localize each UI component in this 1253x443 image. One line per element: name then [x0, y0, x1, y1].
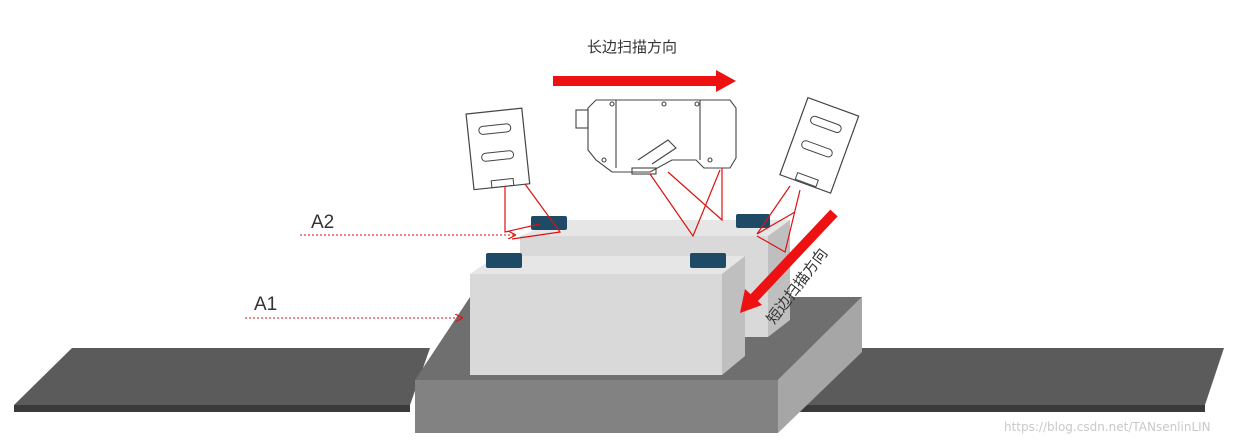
sensor-left-body: [465, 107, 531, 191]
sensor-right-slot: [801, 140, 833, 158]
beam-right: [756, 185, 796, 235]
a2-label: A2: [311, 212, 334, 233]
beam-left: [504, 186, 541, 233]
screw-icon: [661, 101, 667, 107]
base-right: [778, 297, 862, 433]
beam-right: [756, 189, 801, 253]
conveyor-belt: [14, 348, 1224, 412]
battery-front-face: [470, 274, 722, 375]
short-scan-arrow-head: [740, 289, 762, 313]
terminal-pad: [531, 216, 567, 230]
watermark: https://blog.csdn.net/TANsenlinLIN: [1004, 420, 1211, 434]
sensor-right-window: [794, 172, 819, 188]
sensor-left-slot: [481, 150, 515, 162]
screw-icon: [707, 157, 713, 163]
screw-icon: [609, 101, 615, 107]
terminal-pad: [486, 253, 522, 268]
base-front: [415, 380, 778, 433]
sensor-center: [575, 99, 737, 175]
sensor-left: [465, 107, 531, 191]
long-scan-arrow: [553, 70, 736, 92]
sensor-center-window: [631, 167, 657, 175]
sensor-center-prism: [637, 139, 677, 165]
battery-front-side: [722, 256, 745, 375]
beam-center: [649, 169, 721, 238]
sensor-left-slot: [478, 123, 512, 135]
long-scan-arrow-head: [716, 70, 736, 92]
a1-label: A1: [254, 294, 277, 315]
sensor-right-slot: [810, 115, 842, 133]
battery-front: [470, 253, 745, 375]
sensor-left-window: [490, 177, 515, 189]
short-scan-arrow: [740, 209, 838, 313]
screw-icon: [694, 101, 700, 107]
sensor-right: [779, 96, 860, 194]
belt-left-side: [14, 405, 410, 412]
sensor-center-connector: [575, 109, 589, 129]
beam-center: [667, 168, 723, 222]
laser-beams: [504, 168, 801, 253]
terminal-pad: [736, 214, 770, 228]
battery-back-top: [520, 220, 790, 236]
beam-left: [511, 183, 562, 240]
belt-right-side: [800, 405, 1205, 412]
long-scan-label: 长边扫描方向: [587, 38, 677, 56]
sensor-center-outline: [587, 99, 737, 173]
long-scan-arrow-shaft: [553, 76, 718, 86]
belt-left-top: [14, 348, 430, 405]
pointer-lines: [245, 235, 515, 318]
belt-right-top: [800, 348, 1224, 405]
screw-icon: [601, 157, 607, 163]
short-scan-arrow-shaft: [748, 209, 838, 304]
terminal-pad: [690, 253, 726, 268]
battery-front-top: [470, 256, 745, 274]
